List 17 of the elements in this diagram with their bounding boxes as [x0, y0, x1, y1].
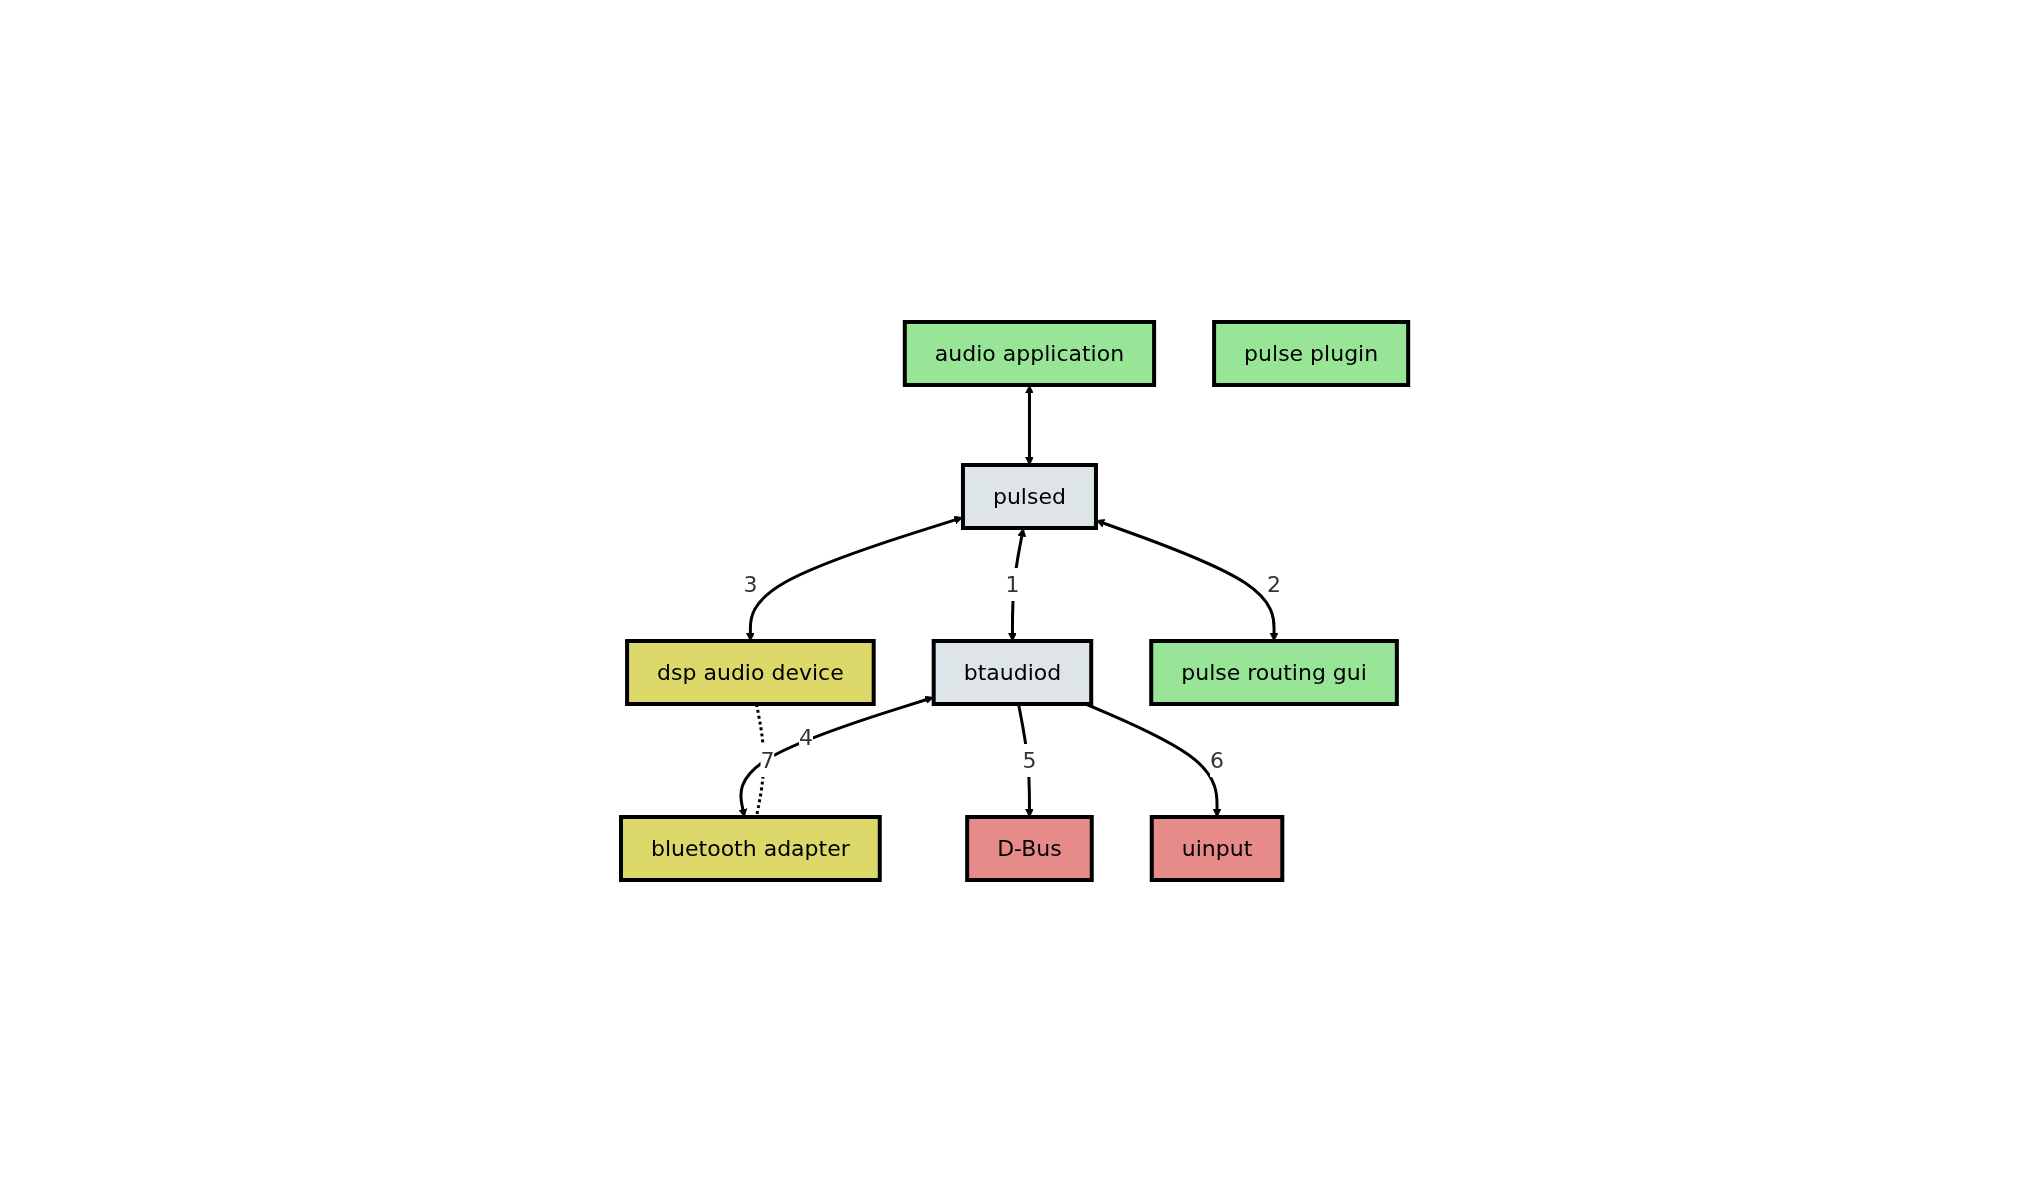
- edge-label: 4: [799, 725, 813, 751]
- edge-label: 2: [1266, 572, 1281, 597]
- node-box: audio application: [902, 320, 1156, 387]
- node-box: pulsed: [960, 463, 1098, 530]
- node-box: dsp audio device: [625, 639, 876, 706]
- edge-label: 7: [760, 748, 775, 773]
- node-box: uinput: [1149, 815, 1285, 882]
- node-box: D-Bus: [965, 815, 1094, 882]
- node-box: bluetooth adapter: [618, 815, 882, 882]
- node-box: pulse plugin: [1212, 320, 1411, 387]
- node-box: btaudiod: [931, 639, 1094, 706]
- arrow: [1024, 385, 1034, 466]
- edge-label: 5: [1022, 748, 1037, 773]
- node-box: pulse routing gui: [1149, 639, 1399, 706]
- edge-label: 3: [743, 572, 758, 597]
- edge-label: 1: [1005, 572, 1020, 597]
- edge-label: 6: [1209, 748, 1224, 773]
